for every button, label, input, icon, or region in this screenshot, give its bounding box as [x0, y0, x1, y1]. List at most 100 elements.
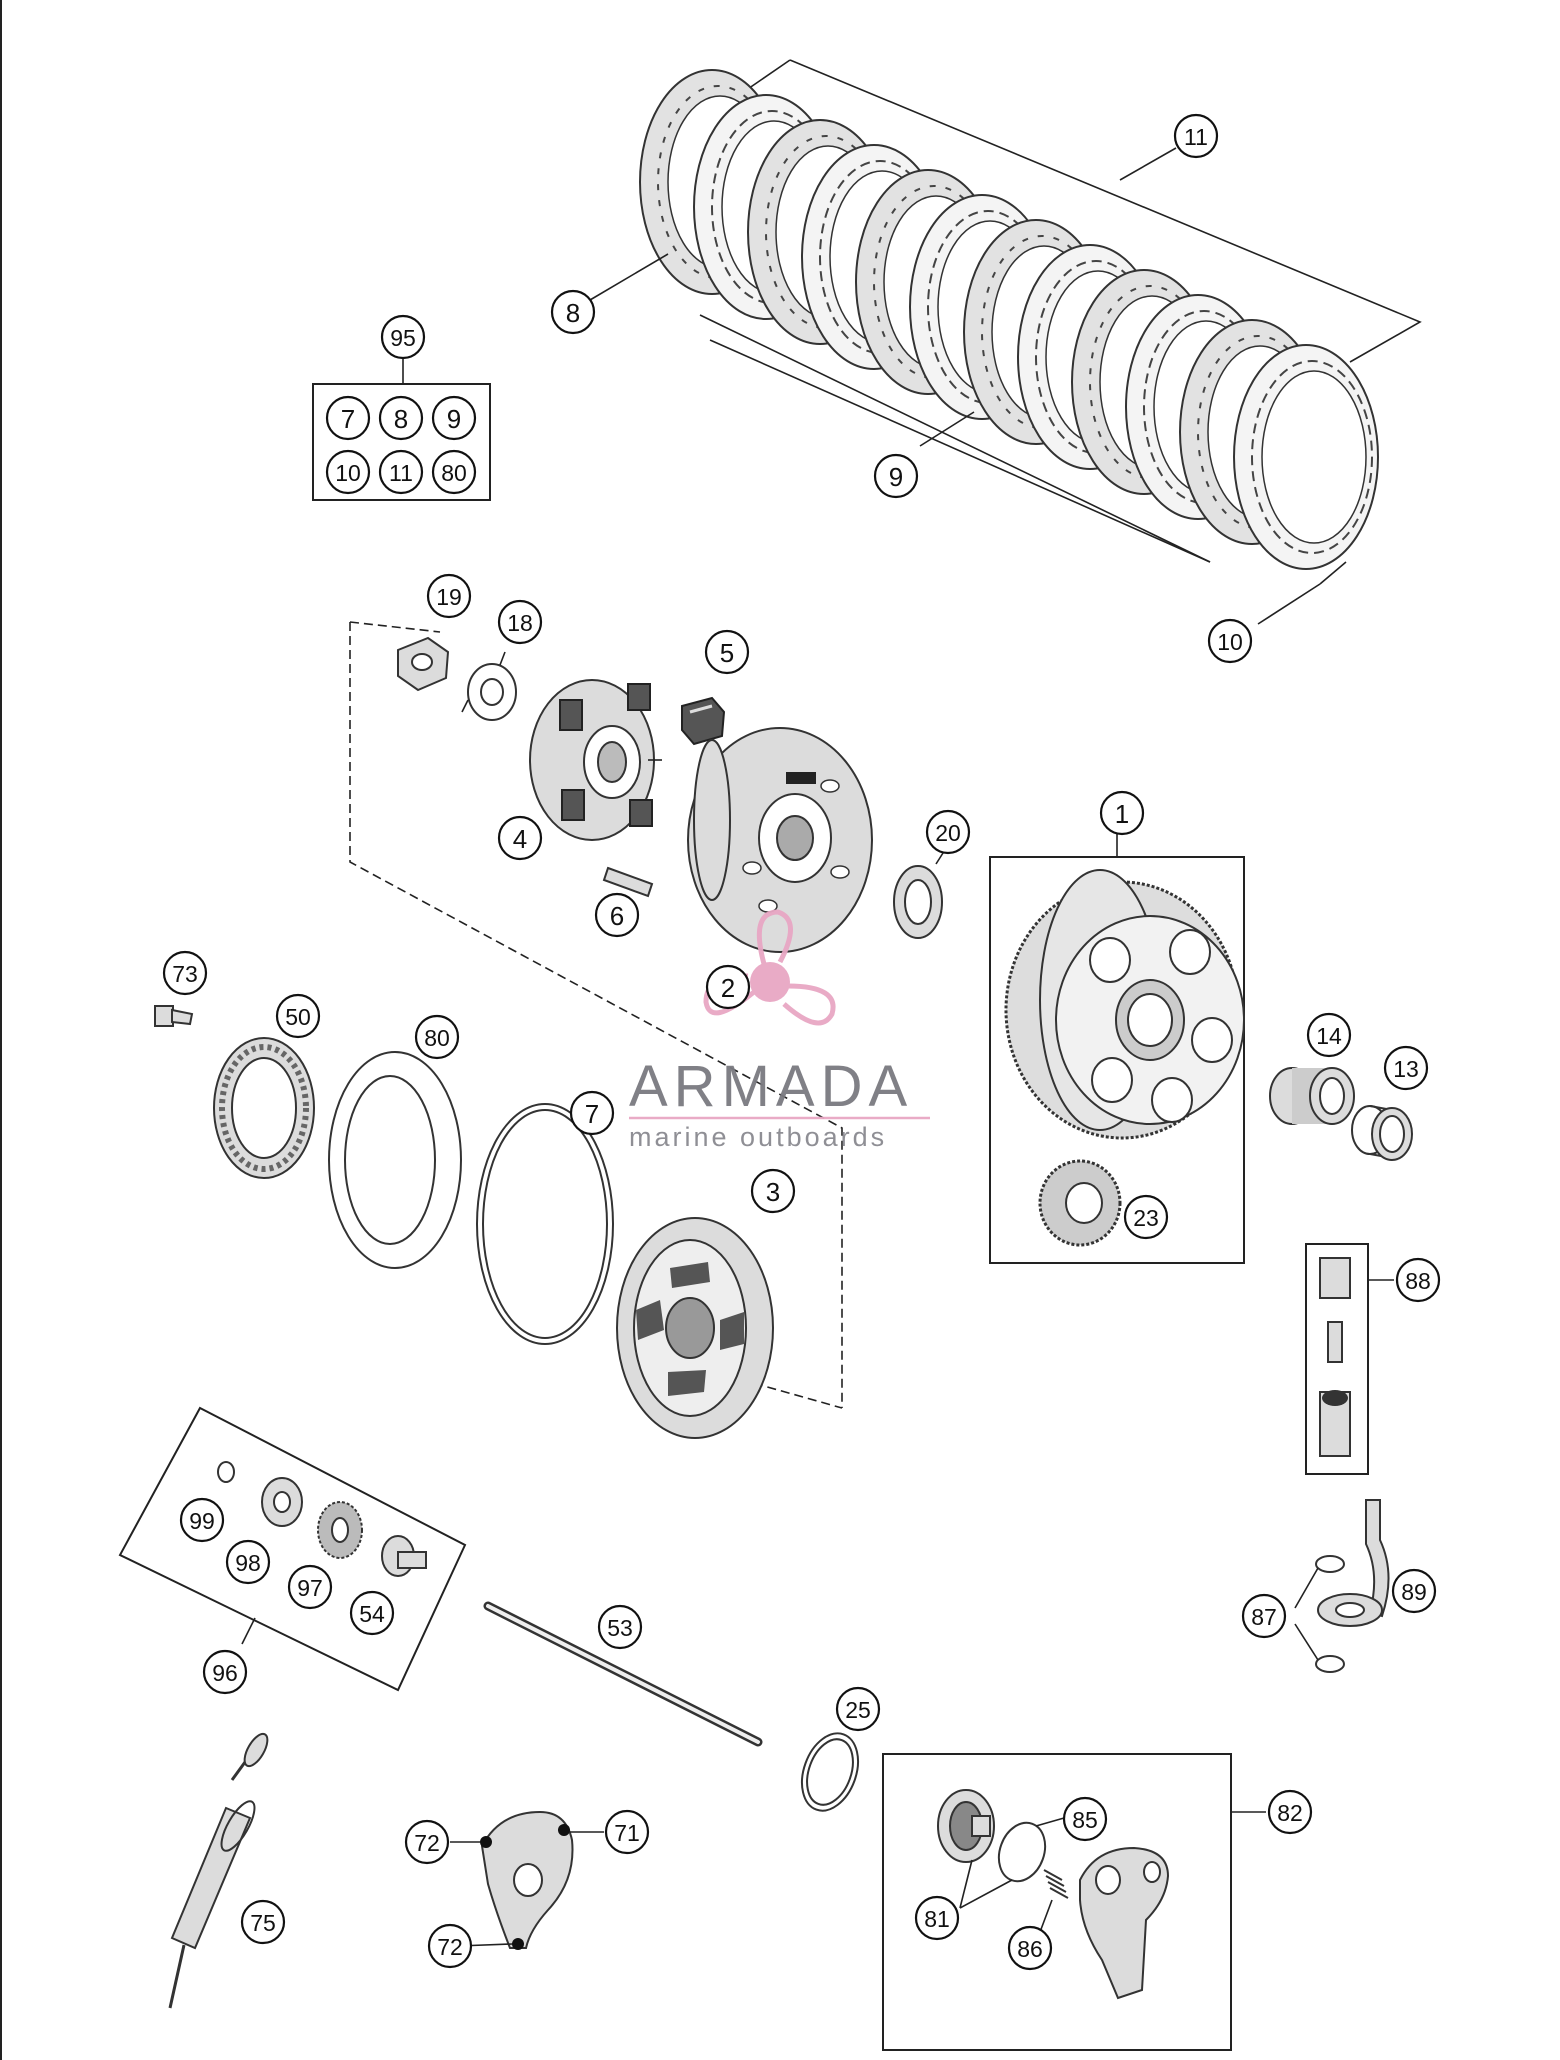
callout-14: 14: [1306, 1012, 1352, 1058]
o-ring-part: [800, 1732, 860, 1812]
callout-5: 5: [704, 629, 750, 675]
slave-cylinder-cover-part: [450, 1810, 604, 1950]
needle-bearing-part: [213, 1037, 315, 1179]
callout-19: 19: [426, 573, 472, 619]
brand-watermark: ARMADA marine outboards: [629, 909, 930, 1152]
kit-item: 9: [431, 395, 477, 441]
callout-99: 99: [179, 1497, 225, 1543]
callout-53: 53: [597, 1604, 643, 1650]
callout-6: 6: [594, 892, 640, 938]
callout-50: 50: [275, 993, 321, 1039]
callout-73: 73: [162, 950, 208, 996]
inner-clutch-hub-part: [687, 727, 873, 953]
callout-number: 81: [924, 1906, 950, 1932]
callout-3: 3: [750, 1168, 796, 1214]
callout-75: 75: [240, 1899, 286, 1945]
pressure-disk-part: [328, 1051, 462, 1269]
banjo-fitting-part: [1294, 1499, 1390, 1673]
clutch-plate-stack: [639, 59, 1422, 570]
callout-23: 23: [1123, 1194, 1169, 1240]
callout-number: 19: [436, 584, 462, 610]
kit-item: 8: [378, 395, 424, 441]
sleeve-part: [1351, 1105, 1413, 1161]
callout-number: 96: [212, 1660, 238, 1686]
bolt-part: [154, 1005, 194, 1027]
callout-number: 53: [607, 1615, 633, 1641]
callout-88: 88: [1395, 1257, 1441, 1303]
nut-part: [397, 636, 450, 692]
callout-11: 11: [1173, 113, 1219, 159]
callout-number: 50: [285, 1004, 311, 1030]
callout-number: 98: [235, 1550, 261, 1576]
callout-9: 9: [873, 453, 919, 499]
callout-20: 20: [925, 809, 971, 855]
clutch-pressure-cap-part: [529, 679, 662, 841]
thrust-washer-part: [893, 841, 951, 939]
callout-number: 97: [297, 1575, 323, 1601]
callout-number: 4: [513, 824, 527, 854]
callout-number: 5: [720, 638, 734, 668]
callout-18: 18: [497, 599, 543, 645]
callout-number: 72: [437, 1934, 463, 1960]
callout-number: 82: [1277, 1800, 1303, 1826]
callout-number: 9: [889, 462, 903, 492]
callout-96: 96: [202, 1649, 248, 1695]
damper-rubber-part: [681, 696, 726, 746]
callout-number: 87: [1251, 1604, 1277, 1630]
pressure-plate-part: [616, 1217, 774, 1439]
callout-13: 13: [1383, 1045, 1429, 1091]
callout-bubbles: 1234567891011131418192023255053547172727…: [162, 113, 1441, 1971]
callout-2: 2: [705, 964, 751, 1010]
callout-25: 25: [835, 1686, 881, 1732]
callout-97: 97: [287, 1564, 333, 1610]
callout-87: 87: [1241, 1593, 1287, 1639]
callout-98: 98: [225, 1539, 271, 1585]
kit-item-number: 8: [394, 404, 408, 434]
callout-number: 23: [1133, 1205, 1159, 1231]
callout-85: 85: [1062, 1796, 1108, 1842]
kit-item: 10: [325, 449, 371, 495]
callout-number: 11: [1184, 124, 1208, 150]
callout-82: 82: [1267, 1789, 1313, 1835]
bushing-part: [1269, 1067, 1355, 1125]
callout-10: 10: [1207, 618, 1253, 664]
lock-washer-part: [461, 651, 517, 721]
callout-81: 81: [914, 1895, 960, 1941]
callout-number: 6: [610, 901, 624, 931]
callout-number: 18: [507, 610, 533, 636]
hub-group-dashed-outline: [349, 622, 843, 1408]
kit-item: 80: [431, 449, 477, 495]
callout-number: 80: [424, 1025, 450, 1051]
callout-1: 1: [1099, 790, 1145, 836]
syringe-part: [168, 1732, 269, 2009]
kit-item-number: 80: [441, 460, 467, 486]
callout-71: 71: [604, 1809, 650, 1855]
callout-number: 73: [172, 961, 198, 987]
kit-item-number: 11: [389, 460, 413, 486]
callout-number: 89: [1401, 1579, 1427, 1605]
callout-72b: 72: [427, 1923, 473, 1969]
leader-lines: [589, 147, 1347, 625]
callout-number: 88: [1405, 1268, 1431, 1294]
callout-number: 72: [414, 1830, 440, 1856]
callout-number: 10: [1217, 629, 1243, 655]
clutch-basket-box: [989, 832, 1245, 1264]
callout-72a: 72: [404, 1819, 450, 1865]
callout-number: 13: [1393, 1056, 1419, 1082]
callout-95: 95: [380, 314, 426, 360]
bleeder-valve-box: [1305, 1243, 1394, 1475]
callout-number: 95: [390, 325, 416, 351]
kit-item-number: 9: [447, 404, 461, 434]
callout-number: 20: [935, 820, 961, 846]
callout-86: 86: [1007, 1925, 1053, 1971]
callout-4: 4: [497, 815, 543, 861]
slave-cylinder-kit-box: [882, 1753, 1266, 2051]
callout-number: 8: [566, 298, 580, 328]
brand-name: ARMADA: [629, 1054, 913, 1119]
callout-number: 1: [1115, 799, 1129, 829]
callout-54: 54: [349, 1590, 395, 1636]
kit-item: 7: [325, 395, 371, 441]
callout-number: 85: [1072, 1807, 1098, 1833]
propeller-logo-icon: [703, 909, 836, 1026]
